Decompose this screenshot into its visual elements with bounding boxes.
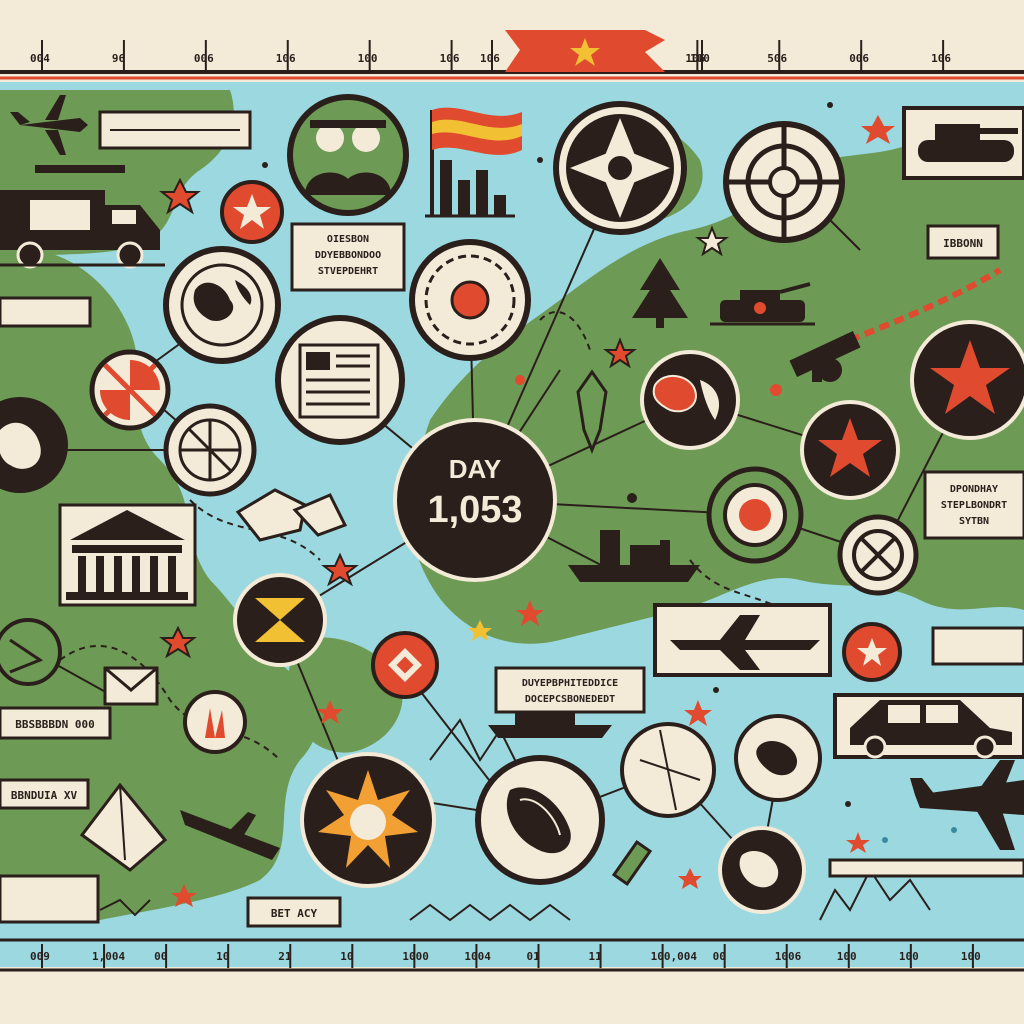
map-dots <box>262 102 957 843</box>
red-star-emblem-icon <box>910 320 1024 440</box>
star-coin-icon <box>842 622 902 682</box>
grass-emblem-icon <box>183 690 247 754</box>
cargo-plane-icon <box>910 760 1024 850</box>
pine-tree-icon <box>632 258 688 328</box>
timeline-tick-label: 106 <box>685 52 705 65</box>
timeline-tick-label: 106 <box>931 52 951 65</box>
island-map-icon <box>640 350 740 450</box>
center-note-line-1: OIESBON <box>327 234 369 245</box>
right-note-line-3: SYTBN <box>959 516 989 527</box>
timeline-tick-label: 1006 <box>775 950 802 963</box>
wheel-emblem-icon <box>163 403 257 497</box>
timeline-tick-label: 96 <box>112 52 126 65</box>
timeline-star-icon <box>570 38 600 66</box>
tag-top-right: IBBONN <box>943 237 983 250</box>
envelope-icon <box>103 666 159 706</box>
crosshair-icon <box>723 121 845 243</box>
left-tag-1: BBSBBBDN 000 <box>15 718 94 731</box>
timeline-tick-label: 1000 <box>402 950 429 963</box>
timeline-tick-label: 106 <box>440 52 460 65</box>
crossed-circle-icon <box>837 514 919 596</box>
right-note-line-1: DPONDHAY <box>950 484 998 495</box>
leaf-marker-icon <box>576 369 608 455</box>
timeline-tick-label: 01 <box>526 950 540 963</box>
timeline-tick-label: 00 <box>713 950 726 963</box>
timeline-tick-label: 100 <box>961 950 981 963</box>
earth-small-icon <box>734 714 822 802</box>
scattered-stars <box>159 115 895 907</box>
timeline-tick-label: 506 <box>767 52 787 65</box>
timeline-tick-label: 006 <box>849 52 869 65</box>
car-icon <box>833 693 1024 759</box>
left-tag-2: BBNDUIA XV <box>11 789 78 802</box>
compass-emblem-icon <box>553 101 687 235</box>
flag-chart-icon <box>425 107 522 218</box>
mid-note-line-1: DUYEPBPHITEDDICE <box>522 678 618 689</box>
timeline-tick-label: 00 <box>154 950 167 963</box>
center-note-line-2: DDYEBBONDOO <box>315 250 381 261</box>
day-counter-value: 1,053 <box>427 489 522 531</box>
day-counter-label: DAY <box>449 454 502 484</box>
timeline-tick-label: 1,004 <box>92 950 125 963</box>
timeline-tick-label: 10 <box>216 950 229 963</box>
timeline-tick-label: 11 <box>589 950 603 963</box>
day-counter: DAY 1,053 <box>393 418 557 582</box>
timeline-tick-label: 106 <box>480 52 500 65</box>
target-icon <box>706 466 804 564</box>
mid-note-line-2: DOCEPCSBONEDEDT <box>525 694 615 705</box>
offensive-route <box>848 267 1002 343</box>
paper-rocks-icon <box>235 488 348 542</box>
timeline-tick-label: 100 <box>837 950 857 963</box>
tank-icon <box>902 106 1024 180</box>
fighter-jet-icon <box>10 95 88 155</box>
right-note-line-2: STEPLBONDRT <box>941 500 1007 511</box>
timeline-tick-label: 100 <box>899 950 919 963</box>
crossed-swords-icon <box>371 631 439 699</box>
supply-truck-icon <box>0 165 165 269</box>
earth-icon <box>718 826 806 914</box>
timeline-tick-label: 100 <box>690 52 710 65</box>
armored-vehicle-icon <box>710 282 815 326</box>
globe-icon <box>163 246 281 364</box>
map-pin-icon <box>0 618 62 686</box>
star-badge-icon <box>220 180 284 244</box>
hourglass-emblem-icon <box>233 573 327 667</box>
mosaic-emblem-icon <box>409 239 531 361</box>
timeline-tick-label: 100 <box>358 52 378 65</box>
no-entry-icon <box>89 349 171 431</box>
document-icon <box>275 315 405 445</box>
label-boxes <box>0 110 1024 928</box>
soldiers-icon <box>287 94 409 216</box>
government-building-icon <box>58 503 197 607</box>
center-note-line-3: STVEPDEHRT <box>318 266 378 277</box>
map-zoom-icon <box>475 755 605 885</box>
timeline-tick-label: 10 <box>340 950 353 963</box>
timeline-tick-label: 21 <box>278 950 292 963</box>
timeline-tick-label: 006 <box>194 52 214 65</box>
timeline-bottom: 009 1,004 00 10 21 10 1000 1004 01 11 100,004 00 100… <box>0 938 1024 1024</box>
missile-icon <box>611 839 653 887</box>
timeline-tick-label: 106 <box>276 52 296 65</box>
paper-plane-icon <box>79 782 168 872</box>
artillery-gun-icon <box>789 331 861 382</box>
ship-icon <box>488 712 612 738</box>
explosion-icon <box>300 752 436 888</box>
timeline-tick-label: 004 <box>30 52 50 65</box>
timeline-tick-label: 009 <box>30 950 50 963</box>
bottom-tag: BET ACY <box>271 907 318 920</box>
compass-rose-icon <box>620 722 716 818</box>
warship-icon <box>568 530 700 582</box>
bomber-icon <box>653 603 832 677</box>
jet-dark-icon <box>180 810 280 860</box>
timeline-tick-label: 100,004 <box>651 950 698 963</box>
timeline-tick-label: 1004 <box>464 950 491 963</box>
star-shield-icon <box>800 400 900 500</box>
globe-left-icon <box>0 397 68 493</box>
